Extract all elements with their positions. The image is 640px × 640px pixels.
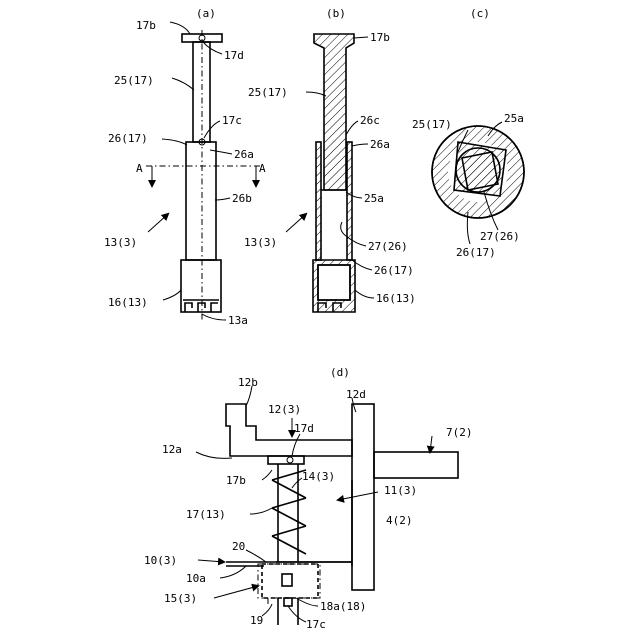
label-d-11: 11(3) [384, 484, 417, 497]
label-d-19: 19 [250, 614, 263, 627]
label-c-25: 25(17) [412, 118, 452, 131]
tube-26-left-wall [316, 142, 321, 260]
label-d-10a: 10a [186, 572, 206, 585]
label-d-7: 7(2) [446, 426, 473, 439]
label-b-25a: 25a [364, 192, 384, 205]
label-16: 16(13) [108, 296, 148, 309]
label-d-12d: 12d [346, 388, 366, 401]
label-13a: 13a [228, 314, 248, 327]
member-11 [276, 480, 352, 566]
panel-a: (a) 17b 17d 25(17) 17c 26(17) 26a A A 26… [104, 7, 266, 327]
head-slots [183, 300, 219, 312]
label-26b: 26b [232, 192, 252, 205]
label-b-16: 16(13) [376, 292, 416, 305]
panel-a-label: (a) [196, 7, 216, 20]
label-d-12: 12(3) [268, 403, 301, 416]
tube-26-right-wall [347, 142, 352, 260]
label-b-27: 27(26) [368, 240, 408, 253]
panel-c-label: (c) [470, 7, 490, 20]
label-section-a-left: A [136, 162, 143, 175]
label-d-20: 20 [232, 540, 245, 553]
label-d-12a: 12a [162, 443, 182, 456]
label-b-26: 26(17) [374, 264, 414, 277]
label-13: 13(3) [104, 236, 137, 249]
cap-17b-d [268, 456, 304, 464]
label-b-25: 25(17) [248, 86, 288, 99]
label-d-17c: 17c [306, 618, 326, 631]
label-d-12b: 12b [238, 376, 258, 389]
label-b-26c: 26c [360, 114, 380, 127]
panel-d: (d) 12b 12(3) 12d 12a 17d 7(2) 17b 14(3)… [144, 366, 473, 631]
label-d-10: 10(3) [144, 554, 177, 567]
label-d-17b: 17b [226, 474, 246, 487]
label-b-17b: 17b [370, 31, 390, 44]
label-d-14: 14(3) [302, 470, 335, 483]
housing-15 [258, 564, 320, 598]
label-c-26: 26(17) [456, 246, 496, 259]
label-b-13: 13(3) [244, 236, 277, 249]
label-c-27: 27(26) [480, 230, 520, 243]
tube-26 [186, 142, 216, 260]
label-25: 25(17) [114, 74, 154, 87]
panel-d-label: (d) [330, 366, 350, 379]
head-16-section [313, 260, 355, 312]
label-d-15: 15(3) [164, 592, 197, 605]
label-b-26a: 26a [370, 138, 390, 151]
label-d-18a: 18a(18) [320, 600, 366, 613]
label-17d: 17d [224, 49, 244, 62]
panel-c: (c) 25(17) 25a 27(26) 26(17) [412, 7, 524, 259]
key-27 [341, 222, 346, 236]
label-c-25a: 25a [504, 112, 524, 125]
label-26: 26(17) [108, 132, 148, 145]
label-section-a-right: A [259, 162, 266, 175]
label-d-17: 17(13) [186, 508, 226, 521]
label-d-17d: 17d [294, 422, 314, 435]
label-17b: 17b [136, 19, 156, 32]
panel-b-label: (b) [326, 7, 346, 20]
spring-14 [272, 470, 306, 554]
label-26a: 26a [234, 148, 254, 161]
label-17c: 17c [222, 114, 242, 127]
label-d-4: 4(2) [386, 514, 413, 527]
panel-b: (b) 17b 25(17) 26c 26a 25a 13(3) 27(26) … [244, 7, 416, 312]
arm-7 [374, 452, 458, 478]
head-16 [181, 260, 221, 312]
